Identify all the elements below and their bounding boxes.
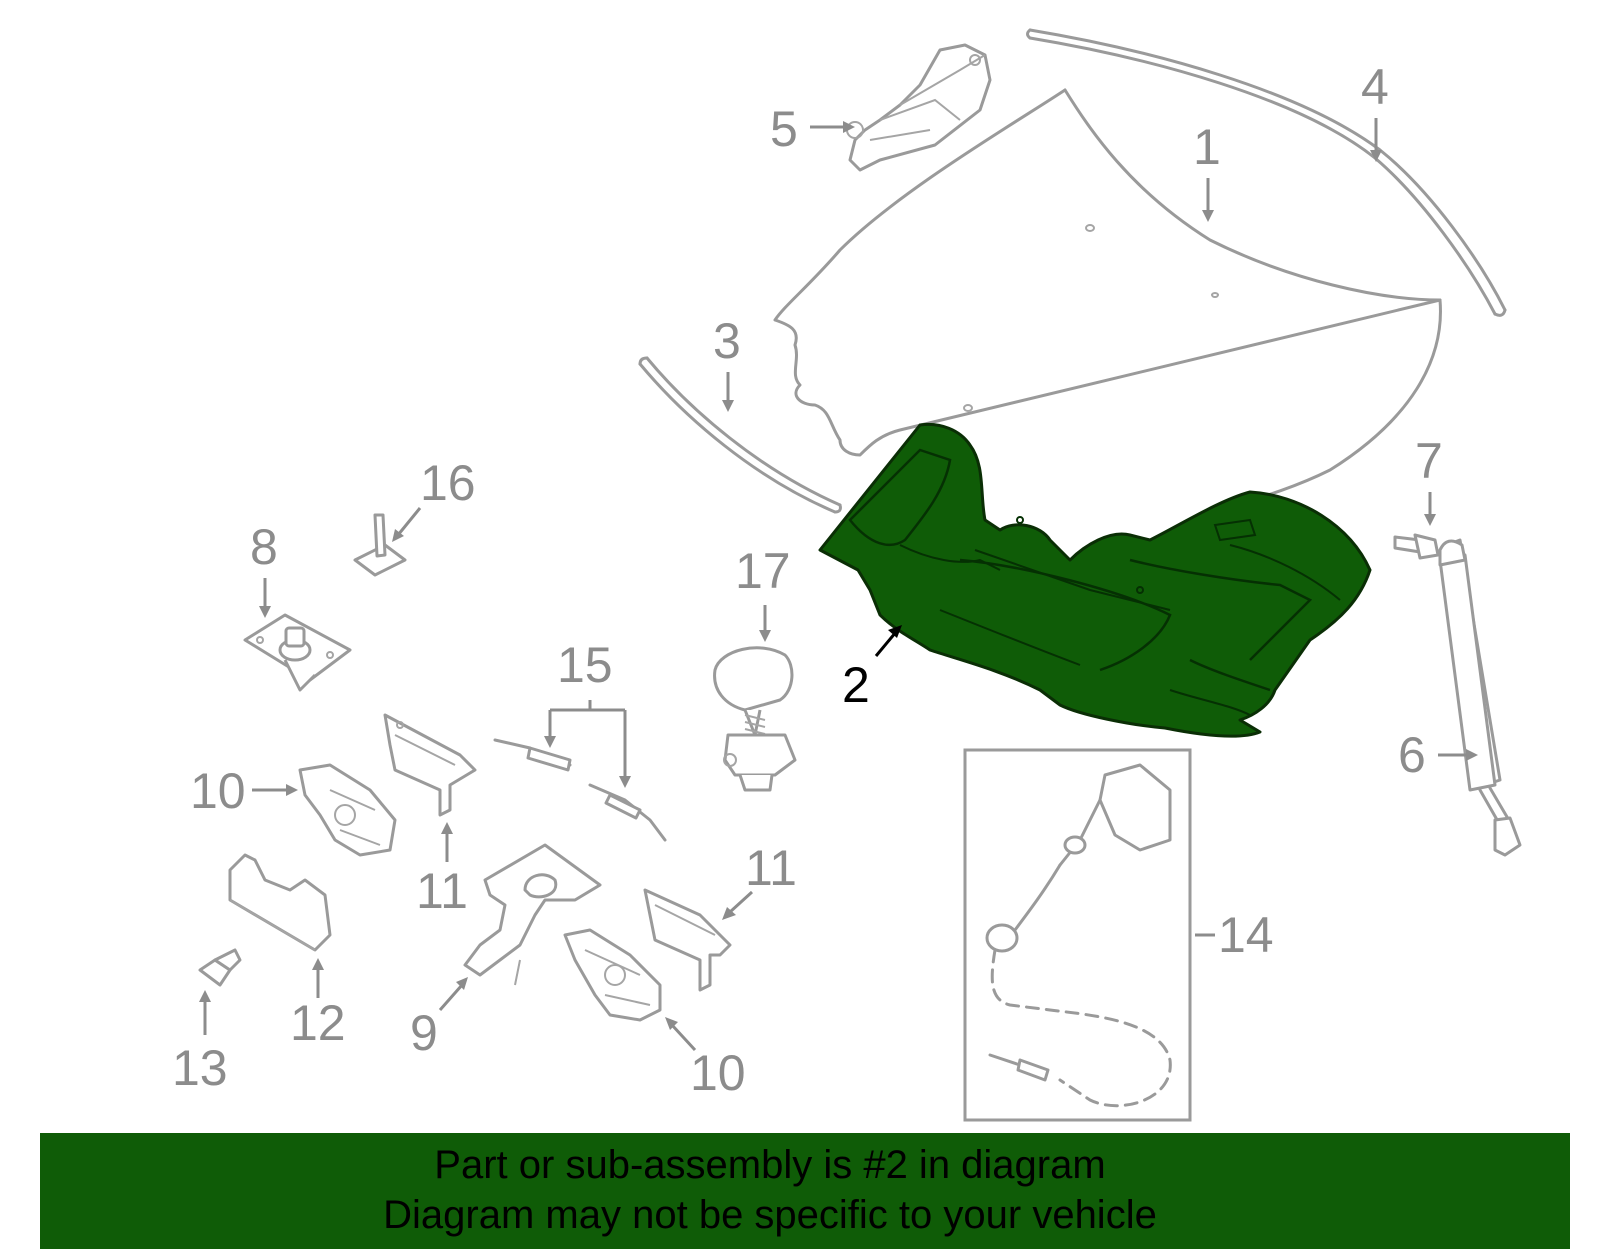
part-2-hood-insulator[interactable] — [818, 422, 1372, 738]
callout-4: 4 — [1361, 59, 1389, 115]
part-12-shield[interactable] — [228, 853, 332, 952]
callout-11-upper: 11 — [416, 863, 468, 919]
callout-16: 16 — [420, 455, 476, 511]
part-9-support[interactable] — [463, 843, 602, 986]
callout-5: 5 — [770, 101, 798, 157]
banner-line-1: Part or sub-assembly is #2 in diagram — [434, 1143, 1106, 1187]
part-7-bolt[interactable] — [1393, 533, 1440, 560]
callout-9: 9 — [410, 1005, 438, 1061]
part-1-hood-panel[interactable] — [773, 88, 1442, 522]
part-11-bracket-lower[interactable] — [643, 888, 732, 992]
callout-11-lower: 11 — [745, 840, 797, 896]
callout-3: 3 — [713, 313, 741, 369]
callout-15: 15 — [557, 637, 613, 693]
part-4-weatherstrip[interactable] — [1026, 28, 1507, 317]
callout-17: 17 — [735, 543, 791, 599]
banner-line-2: Diagram may not be specific to your vehi… — [383, 1193, 1157, 1237]
info-banner: Part or sub-assembly is #2 in diagram Di… — [40, 1133, 1570, 1249]
callout-labels: 1 2 3 4 5 6 7 8 9 10 10 11 11 12 13 14 1… — [172, 59, 1443, 1101]
callout-2[interactable]: 2 — [842, 657, 870, 713]
part-17-adjuster[interactable] — [713, 646, 797, 792]
part-11-bracket-upper[interactable] — [383, 713, 477, 817]
callout-10-lower: 10 — [690, 1045, 746, 1101]
part-3-seal[interactable] — [638, 356, 842, 514]
part-6-gas-strut[interactable] — [1438, 538, 1522, 857]
part-8-mount[interactable] — [243, 613, 352, 692]
callout-14: 14 — [1218, 907, 1274, 963]
leader-lines — [199, 118, 1478, 1052]
part-13-pin[interactable] — [198, 948, 242, 987]
part-16-stud[interactable] — [353, 513, 407, 577]
part-10-latch-lower[interactable] — [563, 928, 662, 1022]
callout-12: 12 — [290, 995, 346, 1051]
callout-10-upper: 10 — [190, 763, 246, 819]
callout-6: 6 — [1398, 727, 1426, 783]
part-15-cable-ends[interactable] — [493, 738, 667, 842]
callout-1: 1 — [1193, 119, 1221, 175]
callout-7: 7 — [1415, 433, 1443, 489]
part-10-latch-upper[interactable] — [298, 763, 397, 857]
callout-13: 13 — [172, 1040, 228, 1096]
part-14-cable-assembly[interactable] — [963, 748, 1215, 1122]
callout-8: 8 — [250, 519, 278, 575]
